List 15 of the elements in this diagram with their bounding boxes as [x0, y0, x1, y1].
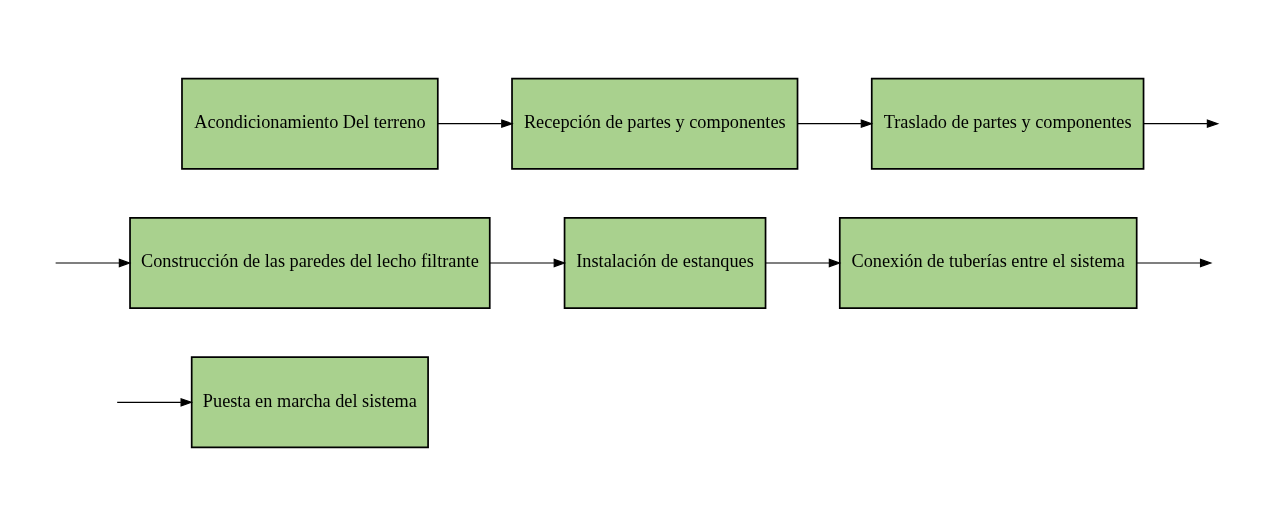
- node-box: Traslado de partes y componentes: [870, 77, 1145, 170]
- node-box: Recepción de partes y componentes: [511, 77, 799, 170]
- node-box: Construcción de las paredes del lecho filtrante: [129, 216, 491, 309]
- arrow: [765, 258, 842, 267]
- arrow: [797, 118, 874, 128]
- arrow: [489, 258, 567, 267]
- node-box: Instalación de estanques: [563, 216, 767, 309]
- node-box: Puesta en marcha del sistema: [190, 355, 429, 448]
- arrow: [1136, 258, 1213, 267]
- arrow: [55, 258, 132, 267]
- arrow: [437, 118, 514, 128]
- node-box: Conexión de tuberías entre el sistema: [838, 216, 1138, 309]
- node-box: Acondicionamiento Del terreno: [181, 77, 439, 170]
- arrow: [1143, 118, 1220, 128]
- arrow: [116, 397, 194, 407]
